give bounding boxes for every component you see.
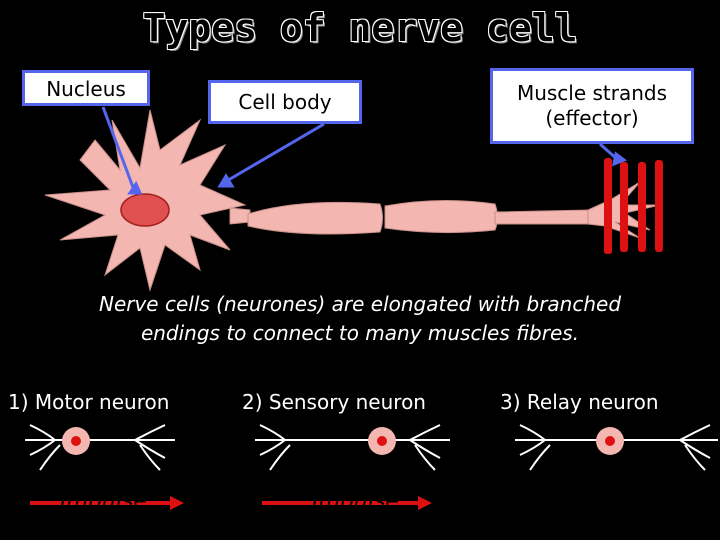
impulse-arrow-1 xyxy=(30,496,184,510)
impulse-label-1: Impulse xyxy=(60,489,147,514)
muscle-label-line1: Muscle strands xyxy=(516,81,668,105)
caption: Nerve cells (neurones) are elongated wit… xyxy=(0,290,720,348)
relay-neuron-icon xyxy=(515,424,718,471)
page-title: Types of nerve cell xyxy=(142,6,578,50)
nucleus-pointer-arrow xyxy=(101,106,136,191)
cell-body-pointer-arrow xyxy=(224,122,325,184)
nucleus-label: Nucleus xyxy=(46,77,126,101)
muscle-label-box: Muscle strands (effector) xyxy=(490,68,694,144)
motor-neuron-icon xyxy=(25,424,175,471)
nucleus-shape xyxy=(120,193,170,227)
motor-neuron-label: 1) Motor neuron xyxy=(8,390,170,414)
axon xyxy=(229,199,591,235)
nucleus-label-box: Nucleus xyxy=(22,70,150,106)
caption-line1: Nerve cells (neurones) are elongated wit… xyxy=(98,292,622,316)
relay-neuron-label: 3) Relay neuron xyxy=(500,390,659,414)
muscle-label-line2: (effector) xyxy=(545,106,639,130)
cell-body-label: Cell body xyxy=(238,89,332,114)
impulse-arrow-2 xyxy=(262,496,432,510)
caption-line2: endings to connect to many muscles fibre… xyxy=(140,321,580,345)
impulse-label-2: Impulse xyxy=(312,489,399,514)
muscle-strands xyxy=(604,158,663,254)
sensory-neuron-icon xyxy=(255,424,450,471)
cell-body-label-box: Cell body xyxy=(208,80,362,124)
sensory-neuron-label: 2) Sensory neuron xyxy=(242,390,426,414)
